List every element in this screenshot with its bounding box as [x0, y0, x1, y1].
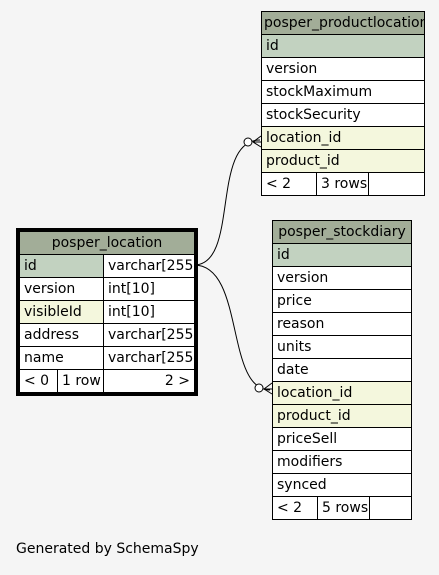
- column-type: varchar[255]: [102, 254, 196, 278]
- column-type: varchar[255]: [102, 323, 196, 347]
- table-posper-productlocation[interactable]: posper_productlocation id version stockM…: [261, 11, 425, 196]
- table-title[interactable]: posper_stockdiary: [272, 220, 412, 244]
- column-modifiers: modifiers: [272, 450, 412, 474]
- column-type: varchar[255]: [102, 346, 196, 370]
- column-type: int[10]: [102, 300, 196, 324]
- table-title[interactable]: posper_location: [18, 231, 196, 255]
- column-synced: synced: [272, 473, 412, 497]
- column-address: address: [19, 323, 104, 347]
- column-id: id: [19, 254, 104, 278]
- parents-link[interactable]: < 0: [19, 369, 58, 393]
- column-reason: reason: [272, 312, 412, 336]
- column-version: version: [272, 266, 412, 290]
- column-stockmaximum: stockMaximum: [261, 80, 425, 104]
- column-version: version: [19, 277, 104, 301]
- column-version: version: [261, 57, 425, 81]
- column-price: price: [272, 289, 412, 313]
- generated-by-label: Generated by SchemaSpy: [16, 541, 199, 557]
- row-count: 5 rows: [317, 496, 370, 520]
- column-visibleid: visibleId: [19, 300, 104, 324]
- parents-link[interactable]: < 2: [272, 496, 318, 520]
- column-product-id: product_id: [261, 149, 425, 173]
- children-link[interactable]: 2 >: [102, 369, 196, 393]
- relationship-line-stockdiary: [193, 264, 271, 391]
- row-count: 3 rows: [316, 172, 369, 196]
- row-count: 1 row: [57, 369, 104, 393]
- table-title[interactable]: posper_productlocation: [261, 11, 425, 35]
- children-cell: [368, 172, 425, 196]
- column-location-id: location_id: [261, 126, 425, 150]
- column-date: date: [272, 358, 412, 382]
- column-product-id: product_id: [272, 404, 412, 428]
- column-location-id: location_id: [272, 381, 412, 405]
- optional-marker-productlocation: [243, 137, 253, 147]
- column-pricesell: priceSell: [272, 427, 412, 451]
- column-stocksecurity: stockSecurity: [261, 103, 425, 127]
- optional-marker-stockdiary: [254, 383, 264, 393]
- parents-link[interactable]: < 2: [261, 172, 317, 196]
- table-posper-location[interactable]: posper_location id varchar[255] version …: [15, 228, 199, 396]
- column-type: int[10]: [102, 277, 196, 301]
- column-units: units: [272, 335, 412, 359]
- column-name: name: [19, 346, 104, 370]
- column-id: id: [272, 243, 412, 267]
- column-id: id: [261, 34, 425, 58]
- crowfoot-stockdiary: [263, 382, 273, 395]
- relationship-line-productlocation: [193, 139, 261, 266]
- children-cell: [369, 496, 412, 520]
- table-posper-stockdiary[interactable]: posper_stockdiary id version price reaso…: [272, 220, 412, 520]
- crowfoot-productlocation: [252, 135, 262, 148]
